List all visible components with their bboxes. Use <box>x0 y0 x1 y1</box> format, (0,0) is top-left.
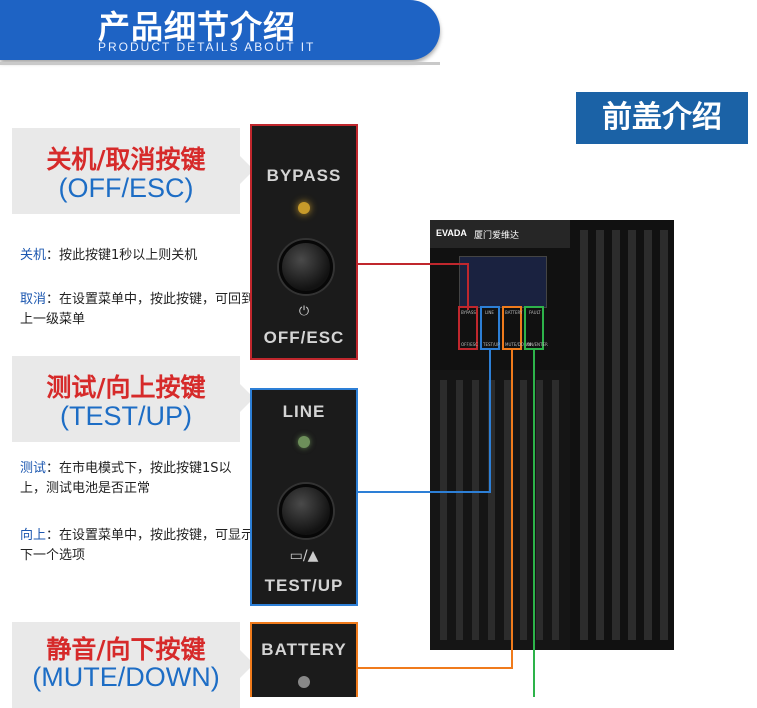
slot-label: BATTERY <box>505 310 523 315</box>
ups-top-strip <box>430 220 570 248</box>
header-underline <box>0 62 440 65</box>
description-off: 关机：按此按键1秒以上则关机 <box>20 246 256 266</box>
description-test: 测试：在市电模式下，按此按键1S以上，测试电池是否正常 <box>20 459 256 499</box>
panel-bottom-label: OFF/ESC <box>263 328 345 347</box>
description-text: ：在设置菜单中，按此按键，可显示下一个选项 <box>20 528 255 563</box>
callout-test-up: 测试/向上按键 (TEST/UP) <box>12 356 240 442</box>
slot-label: LINE <box>485 310 494 315</box>
line-led-icon <box>298 436 310 448</box>
off-esc-button[interactable] <box>279 240 333 294</box>
description-esc: 取消：在设置菜单中，按此按键，可回到上一级菜单 <box>20 290 256 330</box>
panel-top-label: BYPASS <box>266 166 342 185</box>
slot-caption: TEST/UP <box>483 342 500 347</box>
slot-caption: ON/ENTER <box>527 342 548 347</box>
brand-name: 厦门爱维达 <box>474 231 520 241</box>
test-up-connector <box>358 350 491 493</box>
description-up: 向上：在设置菜单中，按此按键，可显示下一个选项 <box>20 526 256 566</box>
power-icon: ⏻ <box>298 304 310 319</box>
ups-test-up-slot[interactable]: LINE TEST/UP <box>480 306 500 350</box>
description-text: ：在设置菜单中，按此按键，可回到上一级菜单 <box>20 292 255 327</box>
header-banner <box>0 0 440 60</box>
callout-code: (TEST/UP) <box>60 401 192 431</box>
vent-slat <box>644 230 652 640</box>
vent-slat <box>456 380 463 640</box>
callout-title: 关机/取消按键 <box>46 145 206 174</box>
panel-off-esc: BYPASS ⏻ OFF/ESC <box>250 124 358 360</box>
page-subtitle: PRODUCT DETAILS ABOUT IT <box>98 40 316 54</box>
vent-slat <box>472 380 479 640</box>
vent-slat <box>628 230 636 640</box>
battery-up-icon: ▭/▲ <box>289 548 319 564</box>
vent-slat <box>580 230 588 640</box>
callout-mute-down: 静音/向下按键 (MUTE/DOWN) <box>12 622 240 708</box>
vent-slat <box>504 380 511 640</box>
vent-slat <box>440 380 447 640</box>
test-up-button[interactable] <box>279 484 333 538</box>
keyword: 取消 <box>20 292 47 307</box>
off-esc-connector <box>358 263 469 310</box>
callout-code: (OFF/ESC) <box>58 173 194 203</box>
vent-slat <box>596 230 604 640</box>
description-text: ：在市电模式下，按此按键1S以上，测试电池是否正常 <box>20 461 232 496</box>
slot-label: FAULT <box>529 310 541 315</box>
panel-test-up: LINE ▭/▲ TEST/UP <box>250 388 358 606</box>
keyword: 测试 <box>20 461 47 476</box>
callout-code: (MUTE/DOWN) <box>32 662 220 692</box>
panel-top-label: LINE <box>282 402 326 421</box>
vent-slat <box>488 380 495 640</box>
front-cover-label: 前盖介绍 <box>576 92 748 144</box>
callout-title: 测试/向上按键 <box>46 373 206 402</box>
panel-mute-down: BATTERY <box>250 622 358 697</box>
slot-caption: MUTE/DOWN <box>505 342 531 347</box>
panel-bottom-label: TEST/UP <box>264 576 344 595</box>
lower-panel <box>430 370 570 650</box>
vent-slat <box>536 380 543 640</box>
description-text: ：按此按键1秒以上则关机 <box>46 248 198 263</box>
callout-off-esc: 关机/取消按键 (OFF/ESC) <box>12 128 240 214</box>
keyword: 关机 <box>20 248 47 263</box>
ups-body <box>430 220 674 650</box>
slot-label: BYPASS <box>461 310 476 315</box>
ups-on-enter-slot[interactable]: FAULT ON/ENTER <box>524 306 548 350</box>
vent-slat <box>612 230 620 640</box>
brand-logo: EVADA <box>436 228 467 238</box>
ups-mute-down-slot[interactable]: BATTERY MUTE/DOWN <box>502 306 531 350</box>
vent-slat <box>552 380 559 640</box>
mute-down-connector <box>358 350 513 669</box>
page-title: 产品细节介绍 <box>98 8 297 46</box>
keyword: 向上 <box>20 528 47 543</box>
bypass-led-icon <box>298 202 310 214</box>
callout-title: 静音/向下按键 <box>46 635 206 664</box>
panel-top-label: BATTERY <box>261 640 347 659</box>
slot-caption: OFF/ESC <box>461 342 478 347</box>
battery-led-icon <box>298 676 310 688</box>
vent-slat <box>660 230 668 640</box>
vent-slat <box>520 380 527 640</box>
